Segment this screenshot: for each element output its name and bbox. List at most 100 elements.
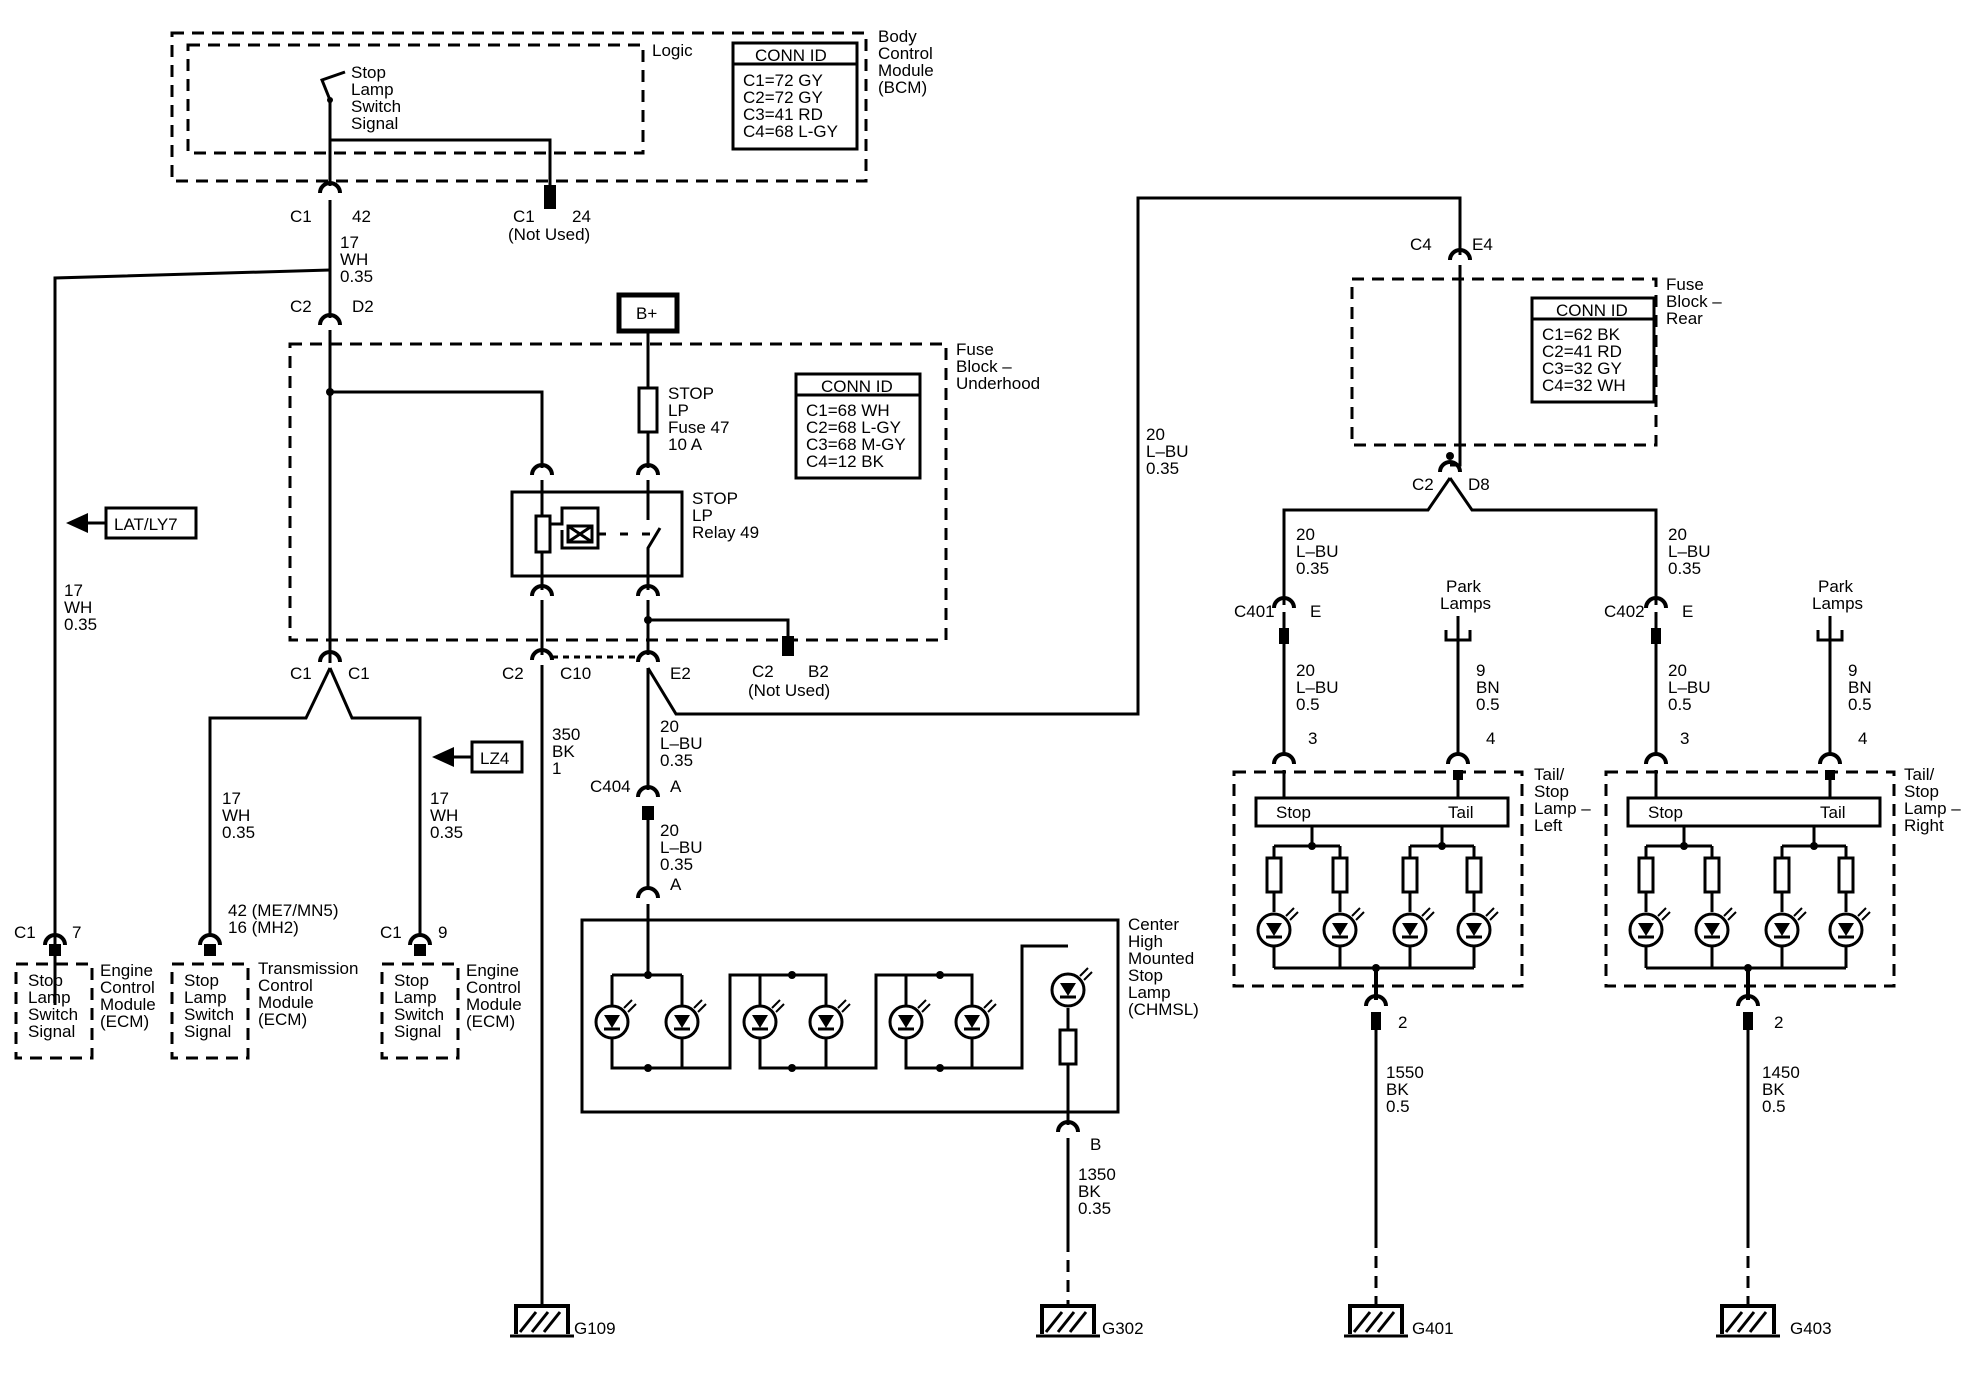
bcm-logic-label: Logic	[652, 41, 693, 60]
bcm-c1-42-pin: 42	[352, 207, 371, 226]
wire-350: 350 BK 1	[552, 725, 585, 778]
fbr-conn-title: CONN ID	[1556, 301, 1628, 320]
c2-d8-c: C2	[1412, 475, 1434, 494]
ground-g401: G401	[1412, 1319, 1454, 1338]
ecm-module-2: C1 9 Stop Lamp Switch Signal Engine Cont…	[380, 923, 527, 1060]
wire-wh-left: 17 WH 0.35	[64, 581, 97, 634]
ecm2-name: Engine Control Module (ECM)	[466, 961, 527, 1031]
park-left: Park Lamps	[1440, 577, 1491, 613]
tcm-signal: Stop Lamp Switch Signal	[184, 971, 239, 1041]
led-icon	[954, 999, 997, 1040]
bcm-conn-c4: C4=68 L-GY	[743, 122, 838, 141]
c1-c1-connector	[318, 650, 342, 663]
bcm-c1-42-connector	[318, 181, 342, 194]
wire-wh-tcm: 17 WH 0.35	[222, 789, 255, 842]
fbr-conn-c1: C1=62 BK	[1542, 325, 1621, 344]
bcm-module: Logic Body Control Module (BCM) Stop Lam…	[170, 27, 939, 183]
wire-1450: 1450 BK 0.5	[1762, 1063, 1805, 1116]
c402-label: C402	[1604, 602, 1645, 621]
e2-connector	[636, 650, 660, 663]
c402-pin: E	[1682, 602, 1693, 621]
ecm2-signal: Stop Lamp Switch Signal	[394, 971, 449, 1041]
tail-right-name: Tail/ Stop Lamp – Right	[1904, 765, 1965, 835]
stop-lp-fuse-47	[637, 386, 659, 434]
fbu-conn-c1: C1=68 WH	[806, 401, 890, 420]
bcm-conn-id-table: CONN ID C1=72 GY C2=72 GY C3=41 RD C4=68…	[731, 41, 859, 151]
fbu-conn-c3: C3=68 M-GY	[806, 435, 906, 454]
c4-e4-c: C4	[1410, 235, 1432, 254]
tcm-pins: 42 (ME7/MN5) 16 (MH2)	[228, 901, 343, 937]
c2-d8-connector	[1438, 460, 1462, 473]
tcm-module: 42 (ME7/MN5) 16 (MH2) Stop Lamp Switch S…	[170, 901, 363, 1060]
tl-pin3: 3	[1308, 729, 1317, 748]
tl-pin4: 4	[1486, 729, 1495, 748]
c2-d8-pin: D8	[1468, 475, 1490, 494]
lat-ly7-ref: LAT/LY7	[66, 506, 198, 540]
tl-tail: Tail	[1448, 803, 1474, 822]
led-icon	[888, 999, 931, 1040]
stop-lp-relay-49	[510, 490, 684, 578]
chmsl-pin-b: B	[1090, 1135, 1101, 1154]
led-icon	[1828, 907, 1871, 948]
fbr-conn-id-table: CONN ID C1=62 BK C2=41 RD C3=32 GY C4=32…	[1530, 296, 1656, 404]
c404-pin: A	[670, 777, 682, 796]
led-icon	[594, 999, 637, 1040]
wire-bn-right: 9 BN 0.5	[1848, 661, 1876, 714]
fbu-conn-id-table: CONN ID C1=68 WH C2=68 L-GY C3=68 M-GY C…	[794, 372, 922, 480]
bcm-c1-24-pin: 24	[572, 207, 591, 226]
wire-lbu-e2: 20 L–BU 0.35	[660, 717, 707, 770]
lz4-ref: LZ4	[432, 740, 524, 774]
wire-lbu-c402: 20 L–BU 0.5	[1668, 661, 1715, 714]
wire-lbu-right-top: 20 L–BU 0.35	[1668, 525, 1715, 578]
bcm-c1-24-c: C1	[513, 207, 535, 226]
ecm2-c: C1	[380, 923, 402, 942]
c404-label: C404	[590, 777, 631, 796]
led-icon	[1694, 907, 1737, 948]
bcm-conn-c2: C2=72 GY	[743, 88, 823, 107]
led-icon	[808, 999, 851, 1040]
wire-1550: 1550 BK 0.5	[1386, 1063, 1429, 1116]
bcm-conn-c3: C3=41 RD	[743, 105, 823, 124]
park-right: Park Lamps	[1812, 577, 1863, 613]
led-icon	[1628, 907, 1671, 948]
b-plus-source: B+	[616, 292, 680, 334]
c1-split-right: C1	[348, 664, 370, 683]
lat-ly7-label: LAT/LY7	[114, 515, 178, 534]
wire-bn-left: 9 BN 0.5	[1476, 661, 1504, 714]
wire-1350: 1350 BK 0.35	[1078, 1165, 1121, 1218]
tr-pin3: 3	[1680, 729, 1689, 748]
bcm-conn-title: CONN ID	[755, 46, 827, 65]
led-icon	[1392, 907, 1435, 948]
ground-icon	[1716, 1304, 1780, 1338]
chmsl-name: Center High Mounted Stop Lamp (CHMSL)	[1128, 915, 1199, 1019]
c404-connector	[636, 785, 660, 798]
tr-stop: Stop	[1648, 803, 1683, 822]
fuse-block-underhood: Fuse Block – Underhood CONN ID C1=68 WH …	[288, 340, 1040, 642]
fbu-conn-title: CONN ID	[821, 377, 893, 396]
bcm-c1-42-c: C1	[290, 207, 312, 226]
bcm-switch-label: Stop Lamp Switch Signal	[351, 63, 406, 133]
c2-c10-pin: C10	[560, 664, 591, 683]
ecm1-c: C1	[14, 923, 36, 942]
c2-b2-pin: B2	[808, 662, 829, 681]
c2-c10-c: C2	[502, 664, 524, 683]
chmsl-pin-a: A	[670, 875, 682, 894]
tcm-name: Transmission Control Module (ECM)	[258, 959, 363, 1029]
c2-d2-c: C2	[290, 297, 312, 316]
wire-lbu-c404: 20 L–BU 0.35	[660, 821, 707, 874]
wire-lbu-long: 20 L–BU 0.35	[1146, 425, 1193, 478]
ground-g403: G403	[1790, 1319, 1832, 1338]
c2-d2-pin: D2	[352, 297, 374, 316]
ground-g302: G302	[1102, 1319, 1144, 1338]
tail-stop-lamp-assembly	[1604, 596, 1896, 1306]
fbu-conn-c2: C2=68 L-GY	[806, 418, 901, 437]
tr-pin2: 2	[1774, 1013, 1783, 1032]
ground-g109: G109	[574, 1319, 616, 1338]
ecm1-name: Engine Control Module (ECM)	[100, 961, 161, 1031]
led-icon	[742, 999, 785, 1040]
bcm-name: Body Control Module (BCM)	[878, 27, 939, 97]
led-icon	[1456, 907, 1499, 948]
b-plus-label: B+	[636, 304, 657, 323]
c4-e4-connector	[1448, 248, 1472, 261]
